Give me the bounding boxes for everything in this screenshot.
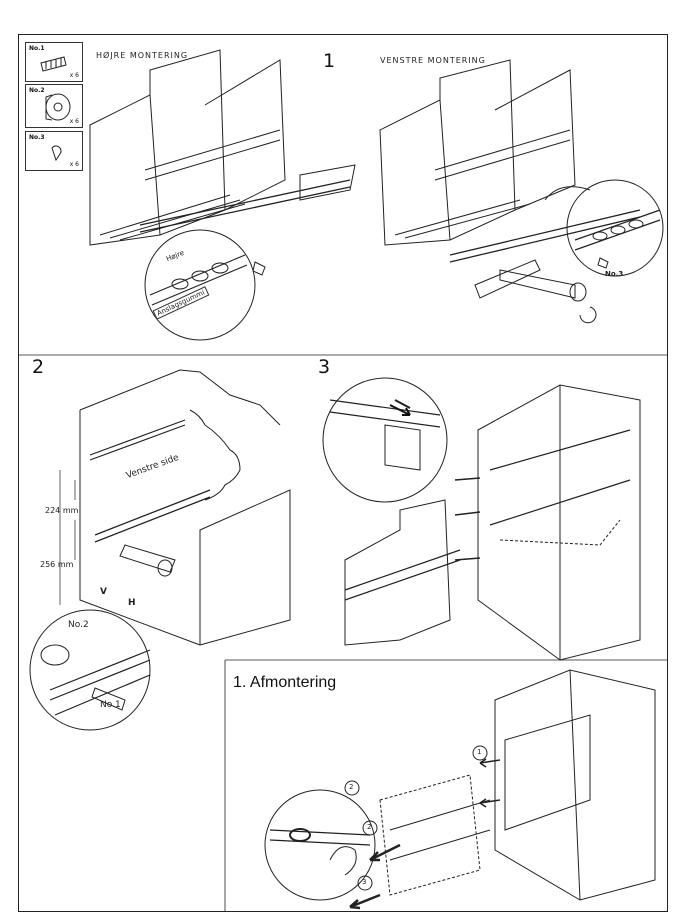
screw-icon <box>40 56 67 72</box>
step-number-3: 3 <box>318 356 331 378</box>
dismount-title: 1. Afmontering <box>233 674 337 691</box>
letter-v: V <box>100 587 107 597</box>
basket-insert <box>322 377 641 661</box>
spacer-icon <box>45 93 71 121</box>
marker-2b: 2 <box>367 823 372 831</box>
marker-3: 3 <box>362 878 367 886</box>
page-frame <box>18 34 668 912</box>
heading-left-mount: VENSTRE MONTERING <box>380 56 486 65</box>
step-number-1: 1 <box>323 50 336 72</box>
part-box-no1: No.1 x 6 <box>25 42 83 82</box>
step-number-2: 2 <box>32 356 45 378</box>
part-no2-label: No.2 <box>29 87 45 94</box>
letter-h: H <box>128 598 136 608</box>
marker-2a: 2 <box>349 783 354 791</box>
part-box-no3: No.3 x 6 <box>25 131 83 171</box>
part-no1-label: No.1 <box>29 45 45 52</box>
callout-no3: No.3 <box>605 270 624 278</box>
part-box-no2: No.2 x 6 <box>25 84 83 128</box>
cabinet-left-side <box>29 369 291 731</box>
part-no1-qty: x 6 <box>69 72 79 79</box>
part-no2-qty: x 6 <box>69 118 79 125</box>
dimension-upper: 224 mm <box>45 506 79 515</box>
dimension-lower: 256 mm <box>40 560 74 569</box>
part-no3-label: No.3 <box>29 134 45 141</box>
callout-no1: No.1 <box>100 700 121 710</box>
heading-right-mount: HØJRE MONTERING <box>96 51 189 60</box>
dismount-illustration <box>264 669 656 910</box>
marker-1: 1 <box>477 748 482 756</box>
small-screw-icon <box>51 145 62 162</box>
callout-no2: No.2 <box>68 620 89 630</box>
part-no3-qty: x 6 <box>69 161 79 168</box>
basket-left-mount <box>379 59 664 324</box>
basket-right-mount <box>89 49 356 341</box>
